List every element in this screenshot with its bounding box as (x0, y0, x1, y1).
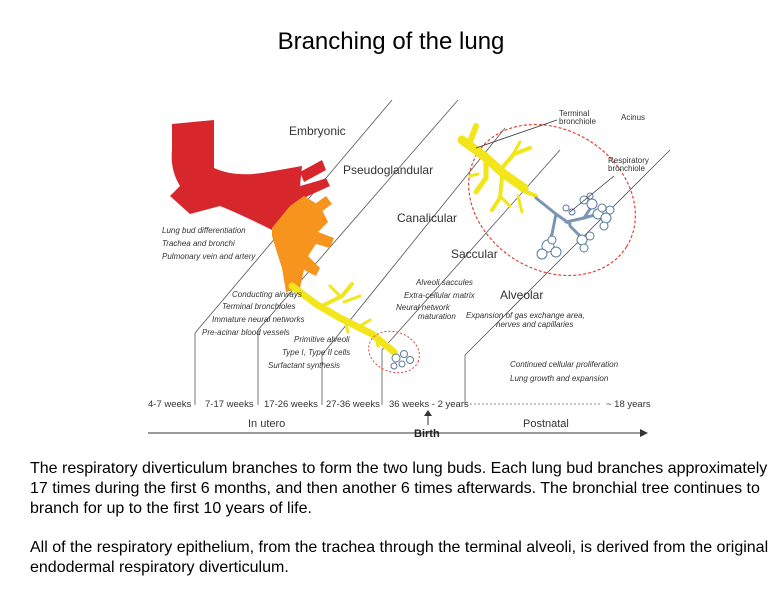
small-acinus-dashed (368, 330, 420, 374)
timeline: 4-7 weeks 7-17 weeks 17-26 weeks 27-36 w… (148, 399, 651, 440)
period-6: ~ 18 years (606, 399, 651, 410)
trachea-red (170, 120, 330, 230)
stage-pseudoglandular: Pseudoglandular (343, 163, 433, 177)
airway-orange-bud (312, 196, 332, 214)
stage-embryonic: Embryonic (289, 124, 346, 138)
stage-canalicular: Canalicular (397, 211, 457, 225)
note-embryonic-2: Trachea and bronchi (162, 239, 235, 248)
acinus-dashed-ellipse (468, 123, 636, 277)
callout-acinus: Acinus (621, 113, 645, 122)
note-pseudo-1: Conducting airways (232, 290, 302, 299)
stage-alveolar: Alveolar (500, 288, 543, 302)
divider-canalicular (321, 127, 506, 405)
note-alveolar-1: Expansion of gas exchange area, (466, 311, 585, 320)
period-5: 36 weeks - 2 years (389, 399, 469, 410)
airway-yellow (288, 282, 398, 356)
bronchus-red-bud (300, 160, 326, 182)
callout-respiratory-1: Respiratory (608, 156, 649, 165)
note-saccular-3: Neural network (396, 303, 451, 312)
divider-embryonic (194, 99, 393, 405)
note-embryonic-3: Pulmonary vein and artery (162, 252, 256, 261)
label-postnatal: Postnatal (523, 418, 569, 430)
note-canal-3: Surfactant synthesis (268, 361, 340, 370)
airway-tree (170, 119, 636, 374)
divider-saccular (381, 149, 561, 405)
period-2: 7-17 weeks (205, 399, 254, 410)
stage-saccular: Saccular (451, 247, 498, 261)
stage-dividers (194, 99, 671, 405)
label-birth: Birth (414, 428, 440, 440)
note-postnatal-2: Lung growth and expansion (510, 374, 609, 383)
note-pseudo-2: Terminal bronchioles (222, 302, 296, 311)
label-in-utero: In utero (248, 418, 285, 430)
note-canal-2: Type I, Type II cells (282, 348, 350, 357)
note-alveolar-2: nerves and capillaries (496, 320, 573, 329)
callout-terminal-2: bronchiole (559, 117, 596, 126)
note-saccular-2: Extra-cellular matrix (404, 291, 476, 300)
airway-orange (272, 196, 334, 292)
callout-lines (475, 119, 615, 213)
period-3: 17-26 weeks (264, 399, 318, 410)
lung-branching-diagram: Embryonic Pseudoglandular Canalicular Sa… (148, 99, 671, 440)
terminal-bronchiole-branch (457, 123, 538, 214)
paragraph-epithelium: All of the respiratory epithelium, from … (30, 539, 769, 576)
page-title: Branching of the lung (277, 28, 505, 55)
period-4: 27-36 weeks (326, 399, 380, 410)
birth-arrow-head (424, 410, 432, 416)
note-saccular-1: Alveoli saccules (415, 278, 473, 287)
alveolar-sacs (536, 192, 615, 260)
note-saccular-4: maturation (418, 312, 456, 321)
divider-pseudoglandular (257, 99, 459, 405)
period-1: 4-7 weeks (148, 399, 192, 410)
note-embryonic-1: Lung bud differentiation (162, 226, 246, 235)
timeline-arrowhead (640, 429, 648, 437)
note-pseudo-4: Pre-acinar blood vessels (202, 328, 290, 337)
note-postnatal-1: Continued cellular proliferation (510, 360, 619, 369)
callout-respiratory-2: bronchiole (608, 164, 645, 173)
callout-terminal-1: Terminal (559, 109, 589, 118)
paragraph-branching: The respiratory diverticulum branches to… (30, 460, 768, 517)
note-canal-1: Primitive alveoli (294, 335, 350, 344)
primitive-acinus (390, 350, 414, 370)
note-pseudo-3: Immature neural networks (212, 315, 304, 324)
